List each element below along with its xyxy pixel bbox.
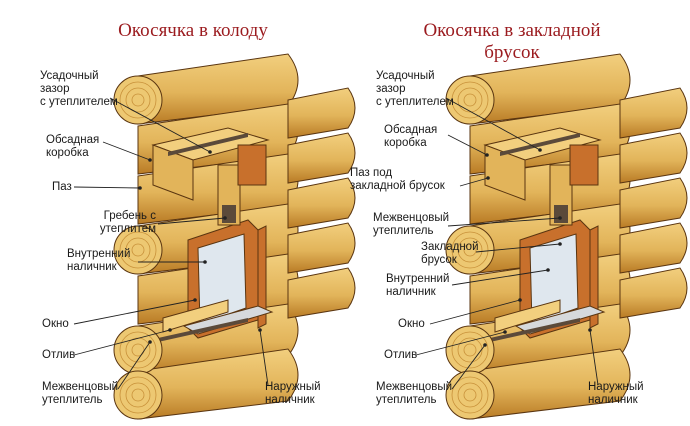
right-log-end — [445, 325, 495, 375]
right-window-glass — [529, 233, 579, 325]
left-far-log — [287, 267, 356, 319]
right-title: Окосячка в закладной брусок — [423, 20, 601, 63]
left-log-end — [113, 370, 163, 420]
right-far-log — [619, 222, 688, 274]
leader-line-5-dot — [193, 298, 197, 302]
leader-line-18 — [589, 329, 599, 386]
leader-line-6 — [73, 329, 171, 356]
leader-line-7-dot — [148, 340, 152, 344]
right-bottom-board — [494, 299, 561, 333]
right-insulation-strip — [490, 318, 580, 342]
leader-line-6-dot — [168, 328, 172, 332]
left-label-inner-trim: Внутренний наличник — [67, 248, 131, 273]
right-far-log — [619, 132, 688, 184]
left-title: Окосячка в колоду — [118, 20, 268, 41]
right-far-log — [619, 177, 688, 229]
right-log-end — [445, 75, 495, 125]
left-label-window: Окно — [42, 318, 69, 330]
right-far-log — [619, 267, 688, 319]
left-frame-column — [237, 144, 267, 186]
leader-line-12 — [447, 217, 561, 227]
left-label-crown-insulation: Межвенцовый утеплитель — [42, 381, 119, 406]
left-far-log — [287, 87, 356, 139]
left-wall — [137, 53, 356, 420]
leader-line-8-dot — [258, 328, 262, 332]
leader-line-5 — [73, 299, 196, 325]
leader-line-15 — [429, 299, 521, 325]
right-label-embedded-bar: Закладной брусок — [421, 241, 479, 266]
right-log-body — [469, 348, 631, 420]
leader-line-13-dot — [558, 242, 562, 246]
leader-line-16-dot — [503, 330, 507, 334]
left-outer-trim — [257, 225, 267, 329]
right-label-crown-insulation-top: Межвенцовый утеплитель — [373, 212, 450, 237]
right-frame-column — [569, 144, 599, 186]
leader-line-12-dot — [558, 216, 562, 220]
left-far-log — [287, 177, 356, 229]
left-log-end — [113, 325, 163, 375]
right-outer-trim — [589, 225, 599, 329]
leader-line-15-dot — [518, 298, 522, 302]
leader-line-3 — [157, 217, 226, 225]
leader-line-14-dot — [546, 268, 550, 272]
leader-line-9 — [445, 97, 541, 151]
right-label-inner-trim: Внутренний наличник — [386, 273, 450, 298]
left-window-glass — [197, 233, 247, 325]
left-ridge — [222, 205, 236, 223]
left-log-body — [137, 348, 299, 420]
leader-line-8 — [259, 329, 269, 386]
left-bottom-board — [162, 299, 229, 333]
left-insulation-strip — [158, 318, 248, 342]
right-wall — [469, 53, 688, 420]
leader-line-4-dot — [203, 260, 207, 264]
left-label-groove: Паз — [52, 181, 72, 193]
left-label-shrink-gap: Усадочный зазор с утеплителем — [40, 70, 118, 108]
left-log-end — [113, 75, 163, 125]
leader-line-1 — [102, 141, 151, 161]
right-casing-front — [484, 144, 526, 201]
right-far-log — [619, 87, 688, 139]
leader-line-7 — [117, 341, 151, 390]
leader-line-10 — [447, 134, 488, 156]
right-ridge — [554, 205, 568, 223]
left-far-log — [287, 132, 356, 184]
leader-line-9-dot — [538, 148, 542, 152]
leader-line-18-dot — [588, 328, 592, 332]
right-label-sill: Отлив — [384, 349, 418, 361]
leader-line-17 — [451, 344, 486, 390]
right-label-window: Окно — [398, 318, 425, 330]
right-label-shrink-gap: Усадочный зазор с утеплителем — [376, 70, 454, 108]
left-casing-front — [152, 144, 194, 201]
left-label-sill: Отлив — [42, 349, 76, 361]
leader-line-10-dot — [485, 153, 489, 157]
leader-line-3-dot — [223, 216, 227, 220]
left-label-casing-box: Обсадная коробка — [46, 134, 100, 159]
leader-line-2-dot — [138, 186, 142, 190]
right-log-end — [445, 370, 495, 420]
leader-line-13 — [475, 243, 561, 253]
leader-line-0 — [109, 97, 211, 153]
leader-line-14 — [451, 269, 549, 286]
right-label-groove-bar: Паз под закладной брусок — [350, 167, 445, 192]
right-label-outer-trim: Наружный наличник — [588, 381, 644, 406]
leader-line-2 — [73, 186, 141, 189]
leader-line-16 — [415, 331, 506, 356]
left-label-outer-trim: Наружный наличник — [265, 381, 321, 406]
leader-line-1-dot — [148, 158, 152, 162]
left-shrink-gap — [168, 133, 248, 156]
left-far-log — [287, 222, 356, 274]
left-label-ridge: Гребень с утеплитем — [99, 210, 156, 235]
right-label-crown-insulation: Межвенцовый утеплитель — [376, 381, 453, 406]
leader-line-17-dot — [483, 343, 487, 347]
right-label-casing-box: Обсадная коробка — [384, 124, 438, 149]
right-shrink-gap — [500, 133, 580, 156]
leader-line-0-dot — [208, 150, 212, 154]
leader-line-11 — [459, 177, 489, 187]
leader-line-11-dot — [486, 176, 490, 180]
